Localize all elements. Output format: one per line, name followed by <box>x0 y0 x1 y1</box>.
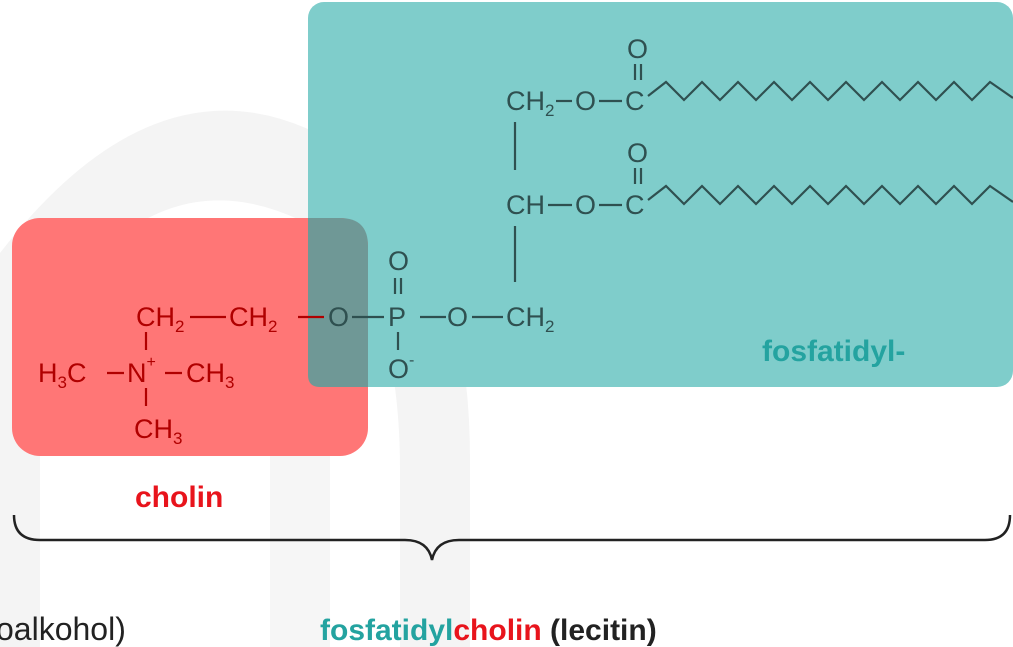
left-cut-text: oalkohol) <box>0 611 126 647</box>
atom-ch2-top: CH2 <box>506 86 554 120</box>
atom-o-carbonyl2: O <box>627 138 648 168</box>
atom-o-ester2: O <box>575 190 596 220</box>
choline-group: CH2 CH2 H3C N+ CH3 CH3 <box>38 302 324 448</box>
atom-ch2-choline-a: CH2 <box>136 302 184 336</box>
atom-o-carbonyl1: O <box>627 34 648 64</box>
overlap-region <box>308 218 368 387</box>
fosfatidyl-box <box>308 2 1013 387</box>
atom-o-ester1: O <box>575 86 596 116</box>
atom-o-bridge2: O <box>447 302 468 332</box>
cholin-box <box>12 218 368 456</box>
caption: fosfatidylcholin (lecitin) <box>320 614 657 647</box>
atom-ch2-bottom: CH2 <box>506 302 554 336</box>
atom-c-ester2: C <box>625 190 645 220</box>
curly-brace <box>12 514 1012 561</box>
atom-p: P <box>388 302 406 332</box>
atom-ch2-choline-b: CH2 <box>229 302 277 336</box>
atom-n-plus: N+ <box>127 354 156 388</box>
atom-c-ester1: C <box>625 86 645 116</box>
fosfatidyl-label: fosfatidyl- <box>762 335 905 368</box>
phosphate-group: O P O O- O <box>328 246 503 384</box>
atom-h3c: H3C <box>38 358 86 392</box>
cholin-label: cholin <box>135 481 223 514</box>
atom-o-minus: O- <box>388 352 414 384</box>
atom-o-bridge1: O <box>328 302 349 332</box>
atom-ch3-bottom: CH3 <box>134 414 182 448</box>
glycerol-backbone: CH2 O C O CH O C O CH2 <box>506 34 1013 336</box>
atom-ch-middle: CH <box>506 190 545 220</box>
atom-ch3-right: CH3 <box>186 358 234 392</box>
atom-o-phosphoryl: O <box>388 246 409 276</box>
